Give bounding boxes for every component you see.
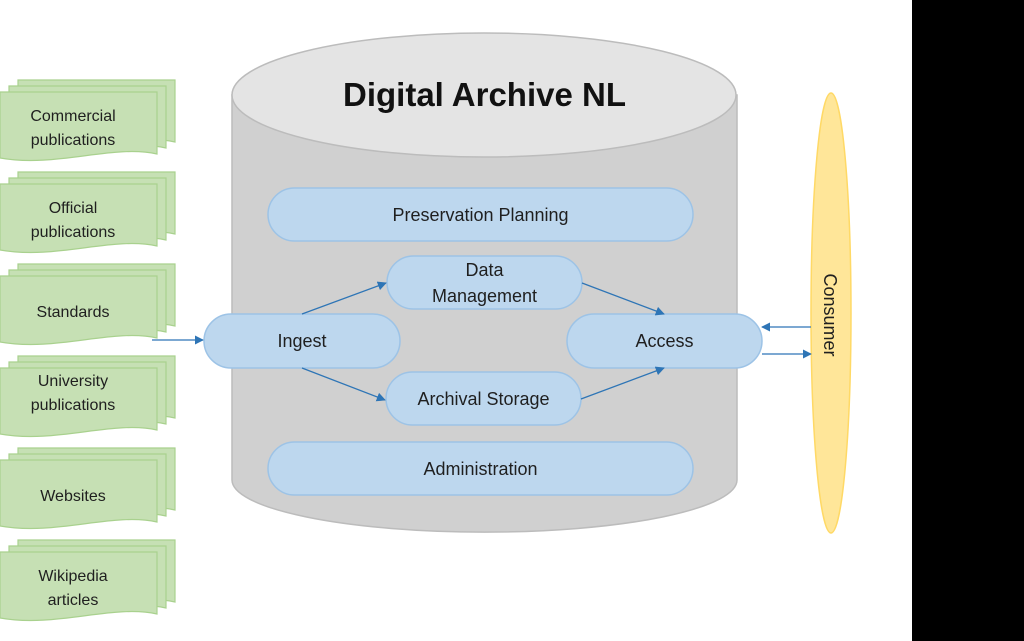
flow-arrows bbox=[152, 281, 812, 402]
document-page-3 bbox=[0, 367, 158, 438]
consumer-shape bbox=[810, 92, 852, 534]
archive-title: Digital Archive NL bbox=[343, 76, 626, 113]
access-label: Access bbox=[635, 331, 694, 351]
document-page-3 bbox=[0, 275, 158, 346]
cylinder-top bbox=[231, 32, 737, 158]
source-label-official-publications: Official publications bbox=[30, 200, 116, 241]
document-stack-5 bbox=[0, 447, 176, 530]
preservation-planning-pill bbox=[267, 187, 694, 242]
administration-pill bbox=[267, 441, 694, 496]
data-management-label: Data Management bbox=[431, 259, 538, 306]
document-page-3 bbox=[0, 183, 158, 254]
administration-label: Administration bbox=[423, 458, 538, 479]
document-stack-3 bbox=[0, 263, 176, 346]
document-stack-2 bbox=[0, 171, 176, 254]
source-documents bbox=[0, 79, 176, 622]
source-label-standards: Standards bbox=[36, 304, 110, 321]
arrow-ingest-to-archival-storage bbox=[301, 367, 386, 402]
data-management-pill bbox=[386, 255, 583, 310]
document-stack-1 bbox=[0, 79, 176, 162]
source-label-websites: Websites bbox=[40, 488, 106, 505]
document-stack-4 bbox=[0, 355, 176, 438]
source-label-wikipedia-articles: Wikipedia articles bbox=[38, 568, 108, 609]
ingest-label: Ingest bbox=[277, 331, 327, 351]
source-label-commercial-publications: Commercial publications bbox=[30, 108, 116, 149]
arrow-data-management-to-access bbox=[581, 282, 665, 316]
document-page-3 bbox=[0, 459, 158, 530]
arrow-ingest-to-data-management bbox=[301, 281, 387, 315]
preservation-planning-label: Preservation Planning bbox=[392, 204, 569, 225]
document-stack-6 bbox=[0, 539, 176, 622]
source-label-university-publications: University publications bbox=[30, 373, 116, 414]
archival-storage-label: Archival Storage bbox=[417, 388, 550, 409]
right-black-band bbox=[912, 0, 1024, 641]
document-page-3 bbox=[0, 551, 158, 622]
document-page-3 bbox=[0, 91, 158, 162]
arrow-archival-storage-to-access bbox=[580, 366, 665, 400]
consumer-label: Consumer bbox=[820, 273, 841, 357]
